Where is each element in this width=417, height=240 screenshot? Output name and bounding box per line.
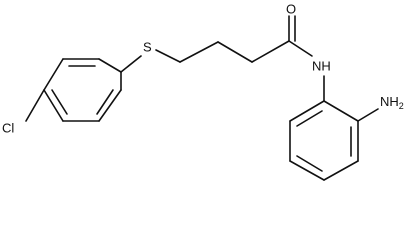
chlorophenyl-ring [43,58,122,122]
sulfur-label: S [143,39,152,54]
c-nh2-bond [357,108,379,122]
thioether-chain [120,40,290,73]
aminophenyl-ring [289,100,359,181]
oxygen-label: O [286,1,296,16]
amide-c-n-bond [288,40,313,57]
chlorine-label: Cl [2,120,14,135]
amine-label: NH2 [380,94,404,111]
structure-diagram: O S Cl NH NH2 [2,1,404,181]
amide-nh-label: NH [312,58,331,73]
c-cl-bond [25,89,45,122]
carbonyl-bond [288,15,296,42]
amine-nh-text: NH [380,94,399,109]
amine-subscript: 2 [399,101,404,111]
